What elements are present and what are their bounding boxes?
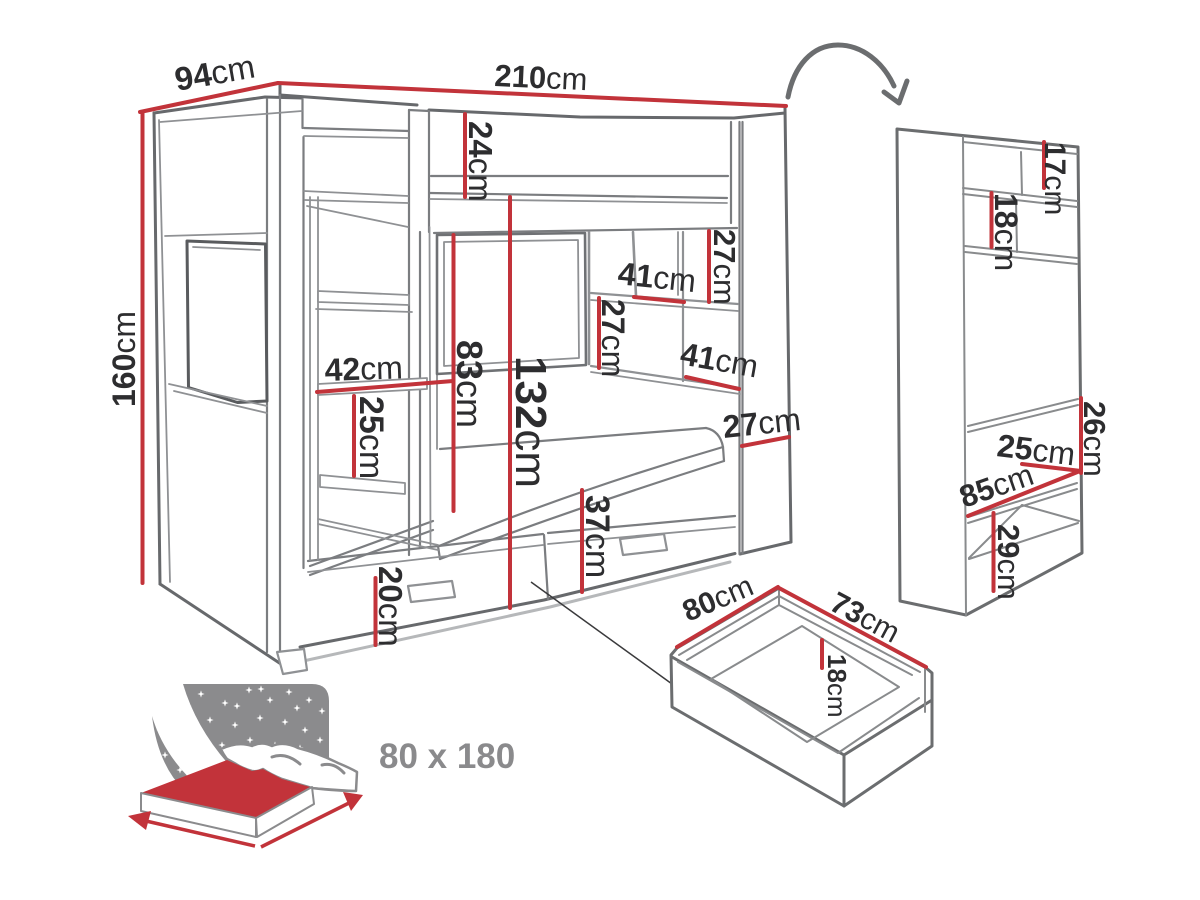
svg-text:26cm: 26cm bbox=[1077, 401, 1112, 477]
svg-text:80 x 180: 80 x 180 bbox=[379, 737, 515, 776]
svg-text:20cm: 20cm bbox=[372, 566, 409, 647]
svg-text:25cm: 25cm bbox=[352, 396, 390, 479]
svg-text:18cm: 18cm bbox=[988, 193, 1024, 271]
svg-text:210cm: 210cm bbox=[494, 58, 589, 97]
svg-text:160cm: 160cm bbox=[106, 311, 142, 407]
svg-text:27cm: 27cm bbox=[707, 229, 742, 305]
svg-text:27cm: 27cm bbox=[595, 299, 631, 377]
svg-text:42cm: 42cm bbox=[324, 349, 403, 388]
svg-text:41cm: 41cm bbox=[616, 255, 698, 299]
svg-text:83cm: 83cm bbox=[449, 340, 490, 428]
svg-text:27cm: 27cm bbox=[721, 401, 803, 445]
svg-text:18cm: 18cm bbox=[822, 654, 852, 718]
svg-text:37cm: 37cm bbox=[578, 495, 616, 578]
svg-text:25cm: 25cm bbox=[995, 427, 1077, 472]
svg-text:132cm: 132cm bbox=[506, 356, 555, 488]
svg-text:24cm: 24cm bbox=[462, 121, 499, 202]
svg-text:17cm: 17cm bbox=[1038, 142, 1071, 215]
svg-text:29cm: 29cm bbox=[991, 524, 1026, 600]
